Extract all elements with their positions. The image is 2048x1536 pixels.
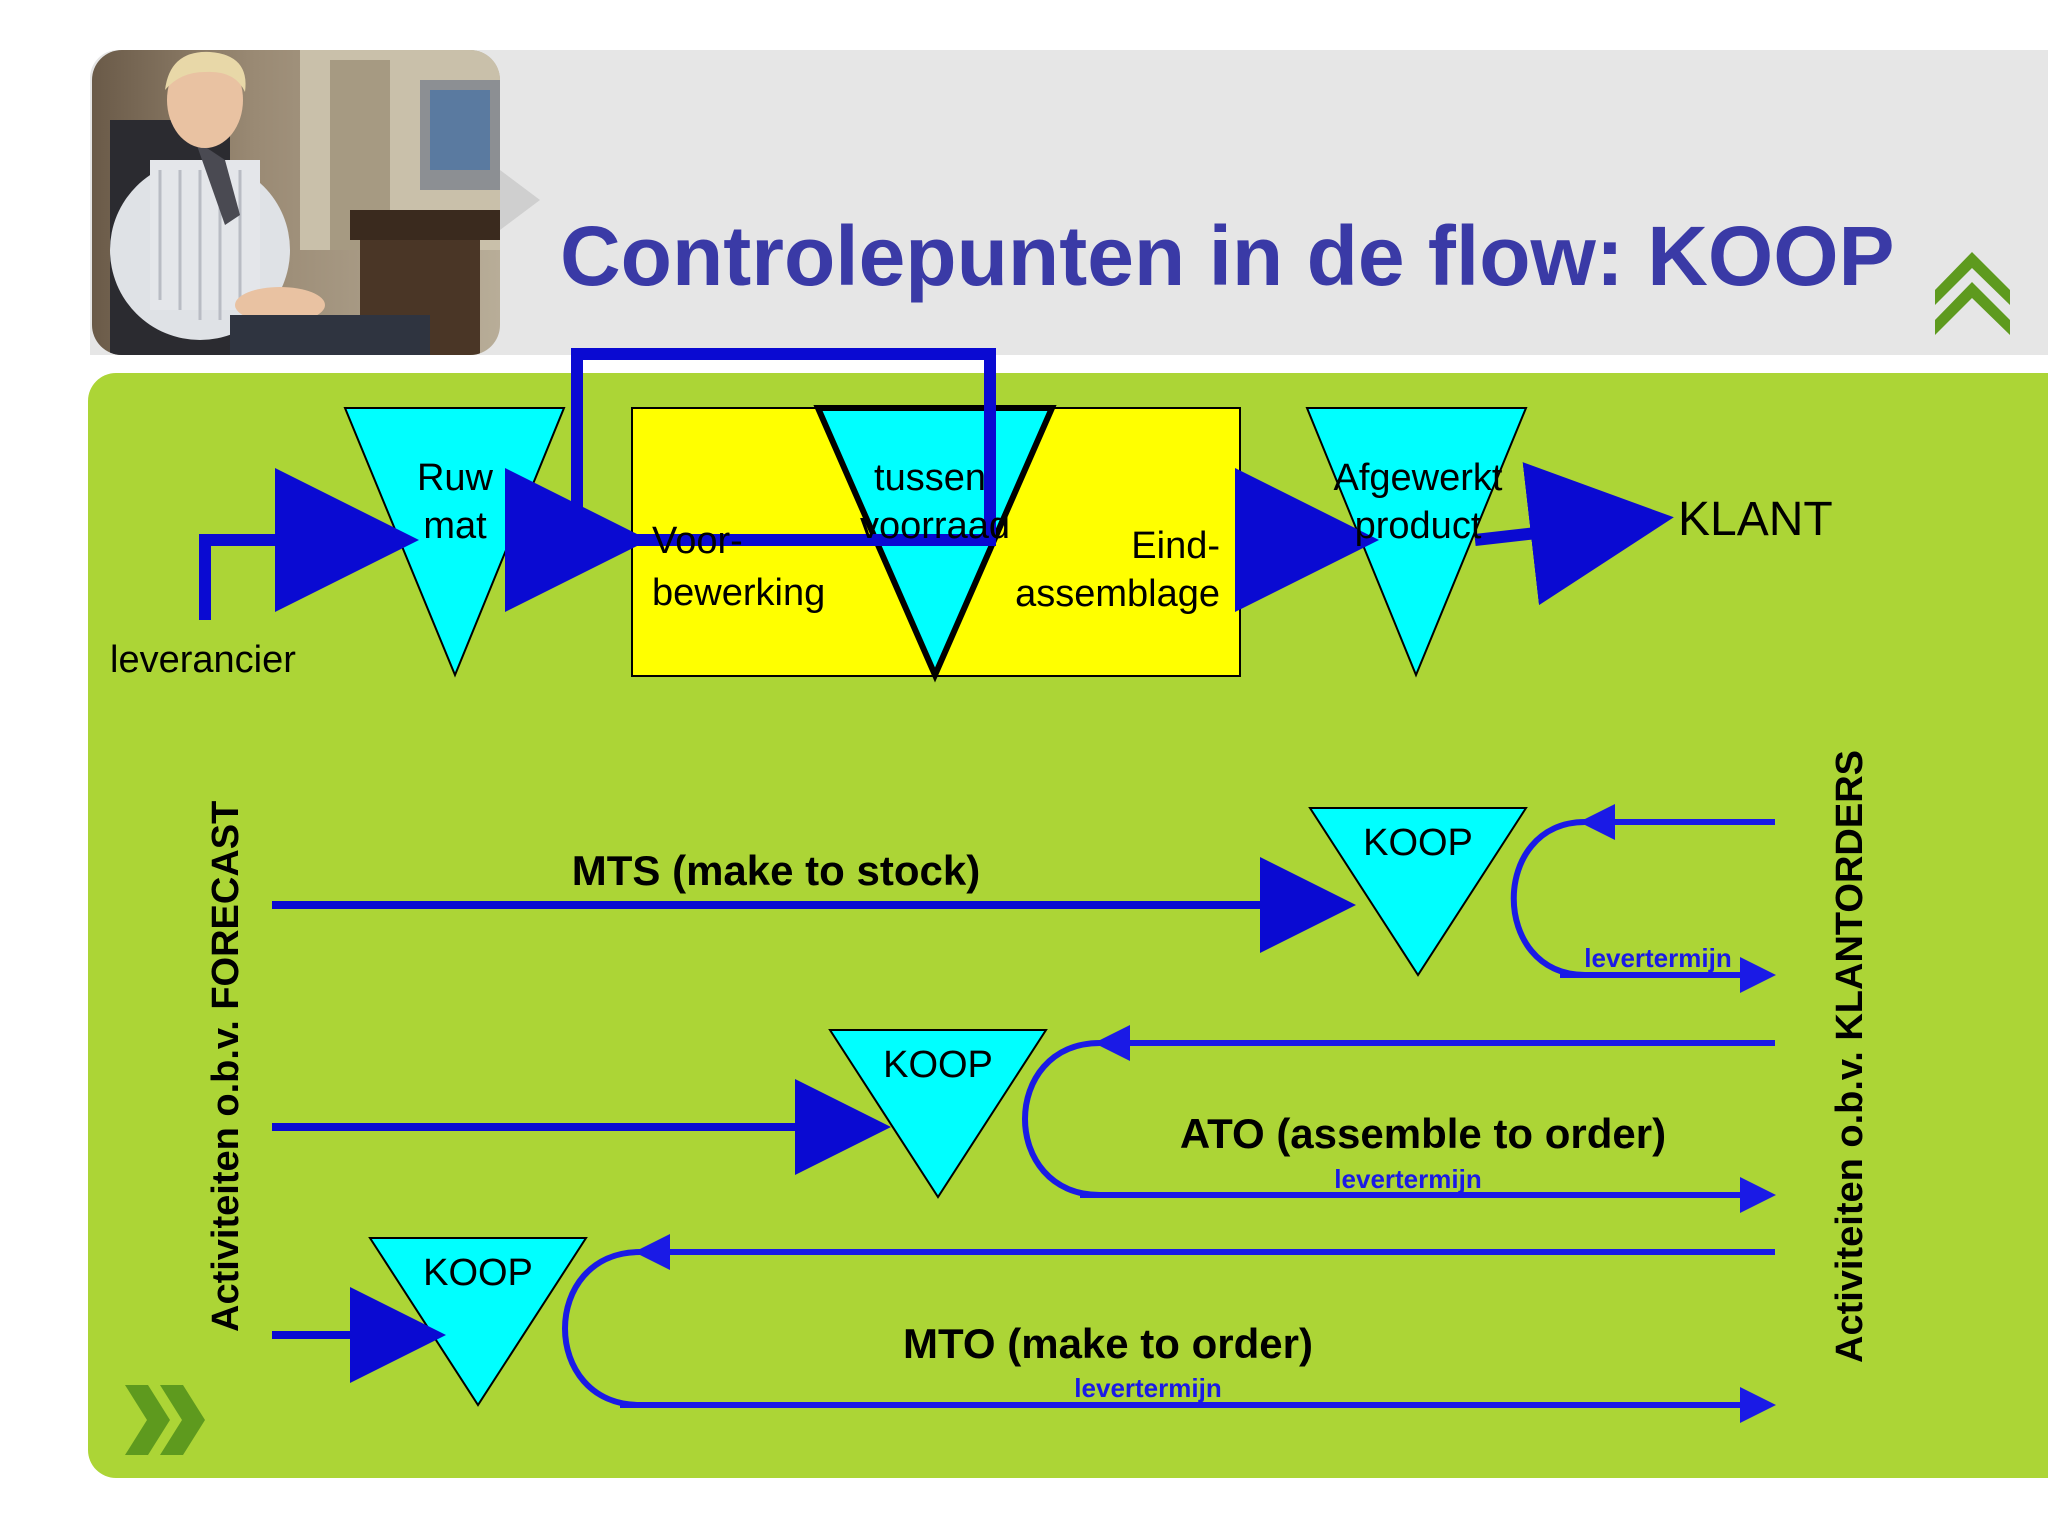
control-loop-outline [571,348,996,546]
mts-lead-time-label: levertermijn [1584,943,1731,973]
mto-koop-label: KOOP [423,1252,533,1294]
pre-processing-label-2: bewerking [652,572,825,614]
customer-arrow [1474,462,1674,606]
ato-lead-time-label: levertermijn [1334,1164,1481,1194]
supplier-arrow [199,468,419,620]
finished-product-label-2: product [1355,505,1482,547]
ato-label: ATO (assemble to order) [1180,1110,1666,1157]
customer-label: KLANT [1678,493,1833,546]
final-assembly-label-1: Eind- [1131,525,1220,567]
final-assembly-label-2: assemblage [1015,573,1220,615]
intermediate-stock-label-1: tussen [874,457,986,499]
slide-title: Controlepunten in de flow: KOOP [560,209,1895,304]
pre-processing-label-1: Voor- [652,520,743,562]
customer-orders-axis-label: Activiteiten o.b.v. KLANTORDERS [1829,750,1871,1363]
mto-order-loop [562,1234,1776,1423]
raw-material-label-1: Ruw [417,457,494,499]
forward-chevron-icon [125,1385,205,1455]
forecast-axis-label: Activiteiten o.b.v. FORECAST [205,801,247,1332]
up-chevron-icon [1935,252,2010,335]
ato-order-loop [1022,1025,1776,1213]
ato-koop-label: KOOP [883,1044,993,1086]
mts-koop-label: KOOP [1363,822,1473,864]
mts-koop-triangle [1308,807,1528,977]
intermediate-stock-label-2: voorraad [860,505,1010,547]
raw-material-label-2: mat [423,505,487,547]
mts-order-loop [1510,804,1776,993]
finished-product-label-1: Afgewerkt [1334,457,1503,499]
mts-label: MTS (make to stock) [572,847,980,894]
mto-lead-time-label: levertermijn [1074,1373,1221,1403]
supplier-label: leverancier [110,639,296,681]
mto-label: MTO (make to order) [903,1320,1313,1367]
